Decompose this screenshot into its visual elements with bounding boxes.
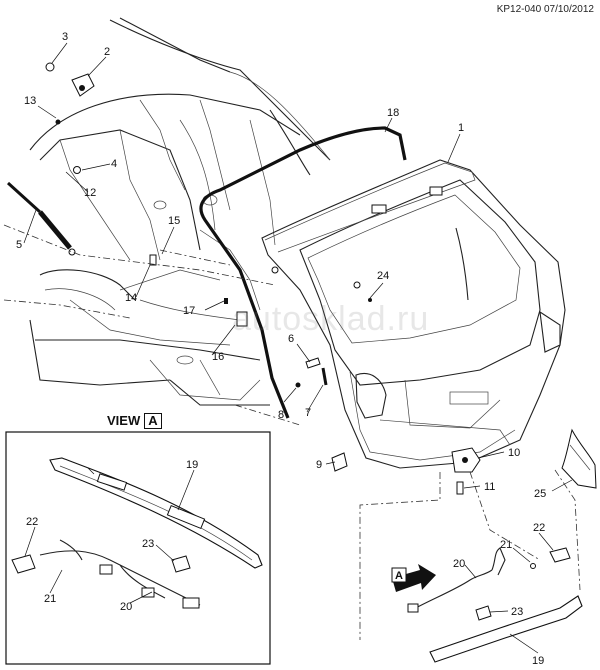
callout-23: 23 <box>511 606 523 618</box>
applique-part-19-lower <box>429 595 583 663</box>
view-a-callout-21: 21 <box>44 593 56 605</box>
view-a-callout-23: 23 <box>142 538 154 550</box>
callout-17: 17 <box>183 305 195 317</box>
view-label-letter: A <box>144 413 162 429</box>
bolt-part-11 <box>456 481 464 495</box>
view-label-text: VIEW <box>107 413 141 428</box>
view-a-arrow <box>391 564 436 592</box>
view-a-callout-19: 19 <box>186 459 198 471</box>
weatherstrip-seal-part-18 <box>199 126 407 419</box>
clip-part-21-lower <box>530 563 536 569</box>
callout-20: 20 <box>453 558 465 570</box>
view-a-switch-23 <box>171 555 191 573</box>
diagram-reference-code: KP12-040 07/10/2012 <box>496 4 594 15</box>
vehicle-body-structure <box>29 17 331 406</box>
callout-10: 10 <box>508 447 520 459</box>
callout-3: 3 <box>62 31 68 43</box>
liftgate-latch-part-10 <box>451 447 481 473</box>
watermark: autosklad.ru <box>232 300 430 338</box>
view-a-callout-20: 20 <box>120 601 132 613</box>
callout-24: 24 <box>377 270 389 282</box>
callout-9: 9 <box>316 459 322 471</box>
view-arrow-letter: A <box>395 570 403 582</box>
view-a-connector-22 <box>11 554 36 574</box>
body-fasteners <box>45 62 248 327</box>
callout-8: 8 <box>278 409 284 421</box>
callout-13: 13 <box>24 95 36 107</box>
callout-7: 7 <box>305 407 311 419</box>
callout-12: 12 <box>84 187 96 199</box>
callout-14: 14 <box>125 292 137 304</box>
gas-strut-part-5 <box>6 181 76 256</box>
trim-panel-part-25 <box>561 428 597 489</box>
liftgate-panel-part-1 <box>261 159 566 469</box>
callout-16: 16 <box>212 351 224 363</box>
small-fasteners-6-7-8 <box>295 357 328 388</box>
callout-5: 5 <box>16 239 22 251</box>
callout-21: 21 <box>500 539 512 551</box>
callout-22: 22 <box>533 522 545 534</box>
view-a-applique-19 <box>49 457 263 569</box>
callout-18: 18 <box>387 107 399 119</box>
callout-labels: 3 2 13 4 12 5 15 14 17 16 18 1 24 6 7 8 … <box>16 31 546 667</box>
connector-part-22-lower <box>549 547 571 563</box>
view-a-harness-20 <box>39 539 201 609</box>
harness-part-20-lower <box>407 547 506 613</box>
bumper-part-9 <box>331 452 348 472</box>
callout-1: 1 <box>458 122 464 134</box>
leader-lines <box>23 42 573 654</box>
callout-25: 25 <box>534 488 546 500</box>
projection-lines <box>3 224 581 640</box>
callout-19: 19 <box>532 655 544 667</box>
callout-4: 4 <box>111 158 117 170</box>
view-a-frame <box>5 431 271 665</box>
switch-part-23-lower <box>475 605 492 621</box>
callout-2: 2 <box>104 46 110 58</box>
callout-15: 15 <box>168 215 180 227</box>
callout-11: 11 <box>484 481 495 493</box>
callout-6: 6 <box>288 333 294 345</box>
view-a-callout-22: 22 <box>26 516 38 528</box>
